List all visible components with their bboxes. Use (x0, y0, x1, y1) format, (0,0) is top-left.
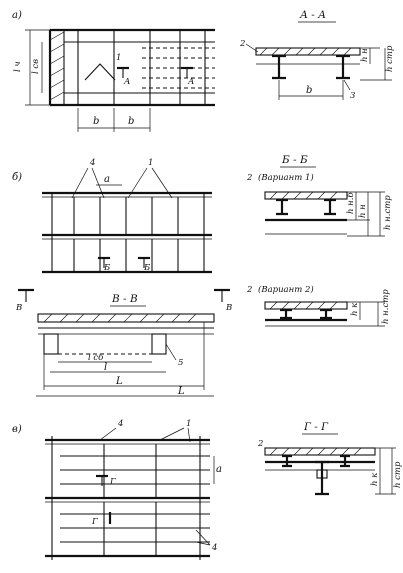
panel-b-cut-mark-1: Б (103, 263, 111, 273)
panel-v-label: в) (12, 424, 22, 435)
section-vv-callout-5: 5 (178, 358, 183, 368)
section-aa-girder-left (272, 54, 286, 80)
section-vv-dim-L2: L (177, 386, 185, 397)
panel-a-dim-lch: l ч (13, 61, 23, 72)
panel-b-dim-a: a (104, 174, 110, 185)
panel-b-callout-4: 4 (89, 158, 95, 168)
section-bb-v2-deck (264, 301, 348, 310)
panel-v-cut-mark-2: Г (91, 517, 98, 527)
section-vv-cut-left: В (15, 303, 22, 313)
panel-v-callout-1: 1 (186, 419, 191, 429)
section-bb-v1-dim-hnb: h н.б (345, 192, 356, 214)
panel-b-label: б) (12, 172, 22, 183)
panel-a-cut-mark-2: А (187, 77, 194, 87)
panel-v-callout-4b: 4 (211, 543, 217, 553)
section-bb-variant-1: (Вариант 1) (258, 172, 314, 183)
section-bb-v2-dim-hnstr: h н.стр (381, 289, 391, 324)
section-gg-title: Г - Г (303, 421, 329, 433)
section-aa-girder-right (336, 54, 350, 80)
section-vv-title: В - В (111, 293, 138, 305)
section-gg: Г - Г 2 h к h стр (257, 421, 403, 496)
panel-a-callout-1: 1 (116, 53, 121, 63)
section-vv-cut-right: В (225, 303, 232, 313)
section-aa-callout-3: 3 (350, 91, 355, 101)
panel-b-callout-1: 1 (148, 158, 153, 168)
panel-v-cut-mark-1: Г (109, 477, 116, 487)
section-bb-v2-beam-1 (280, 308, 292, 320)
panel-a-dim-b2: b (128, 116, 134, 127)
section-bb-callout-2a: 2 (246, 173, 252, 183)
section-bb-v1-dim-hnstr: h н.стр (383, 195, 393, 230)
section-gg-deck (264, 447, 376, 456)
section-bb-v1-dim-hn: h н (358, 204, 368, 218)
section-bb-callout-2b: 2 (246, 285, 252, 295)
section-aa-dim-hn: h н (360, 48, 370, 62)
section-bb-v2-beam-2 (320, 308, 332, 320)
panel-v-callout-4a: 4 (117, 419, 123, 429)
section-aa-title: А - А (299, 9, 326, 21)
panel-a-plan: a) 1 А А l ч (12, 10, 215, 132)
section-aa: А - А 2 b 3 h н h стр (239, 9, 395, 101)
section-bb-v1-beam-2 (324, 198, 336, 216)
section-vv-dim-l: l (104, 362, 107, 373)
section-bb-title: Б - Б (281, 154, 308, 166)
section-aa-dim-b: b (306, 85, 312, 96)
section-bb-variant-2: (Вариант 2) (258, 284, 314, 295)
panel-a-dim-b1: b (93, 116, 99, 127)
panel-a-cut-mark-1: А (123, 77, 130, 87)
section-bb-variant-1: Б - Б 2 (Вариант 1) h н.б h н h н.стр (246, 154, 393, 237)
section-aa-dim-hstr: h стр (385, 45, 395, 72)
panel-a-dim-lsv: l св (31, 59, 41, 74)
section-gg-callout-2: 2 (257, 439, 263, 449)
section-bb-v1-deck (264, 191, 348, 200)
section-vv-dim-L1: L (115, 376, 123, 387)
section-gg-dim-hstr: h стр (393, 461, 403, 488)
section-bb-v1-beam-1 (276, 198, 288, 216)
section-aa-deck-slab (255, 47, 361, 56)
panel-a-chevron (84, 63, 116, 81)
section-vv-dim-lsb: l сб (88, 352, 104, 363)
panel-v-plan: в) 4 1 a Г Г 4 (12, 419, 222, 560)
section-gg-dim-hk: h к (370, 472, 380, 486)
panel-b-plan: б) 4 1 a Б Б (12, 158, 212, 274)
section-bb-variant-2: 2 (Вариант 2) h к h н.стр (246, 284, 391, 327)
section-vv: В В В - В l сб l L L 5 (15, 288, 232, 397)
panel-b-cut-mark-2: Б (143, 263, 151, 273)
section-vv-deck (37, 313, 215, 323)
section-bb-v2-dim-hk: h к (350, 302, 360, 316)
panel-a-end-hatch (49, 29, 65, 106)
panel-a-label: a) (12, 10, 22, 21)
panel-v-dim-a: a (216, 464, 222, 475)
section-aa-callout-2: 2 (239, 39, 245, 49)
